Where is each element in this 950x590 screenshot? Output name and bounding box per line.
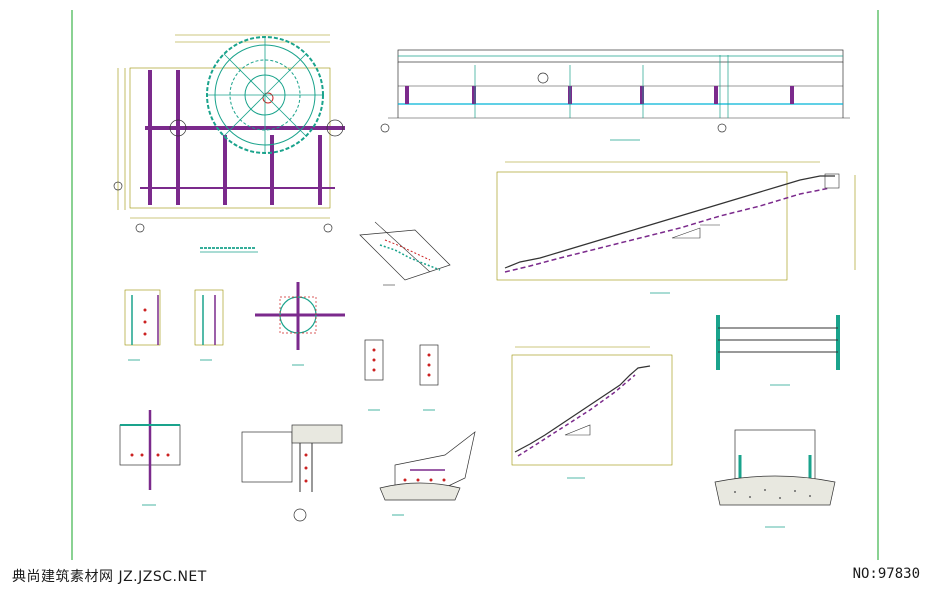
spiral-stair-plan bbox=[113, 34, 345, 253]
elevation-view bbox=[380, 49, 850, 141]
watermark-site: 典尚建筑素材网 JZ.JZSC.NET bbox=[12, 569, 207, 585]
stair-section-long bbox=[496, 161, 856, 294]
node-detail-3 bbox=[255, 282, 345, 366]
railing-elevation bbox=[716, 315, 840, 386]
node-detail-2 bbox=[194, 289, 224, 361]
column-base-detail bbox=[119, 410, 181, 506]
stair-landing-detail bbox=[379, 431, 476, 516]
node-detail-1 bbox=[124, 289, 161, 361]
node-detail-4 bbox=[364, 339, 439, 411]
railing-foot-detail bbox=[714, 429, 836, 528]
iso-stair-detail bbox=[359, 221, 451, 286]
beam-support-detail bbox=[241, 424, 343, 522]
stair-section-short bbox=[511, 346, 673, 479]
watermark-number: NO:97830 bbox=[852, 566, 920, 582]
